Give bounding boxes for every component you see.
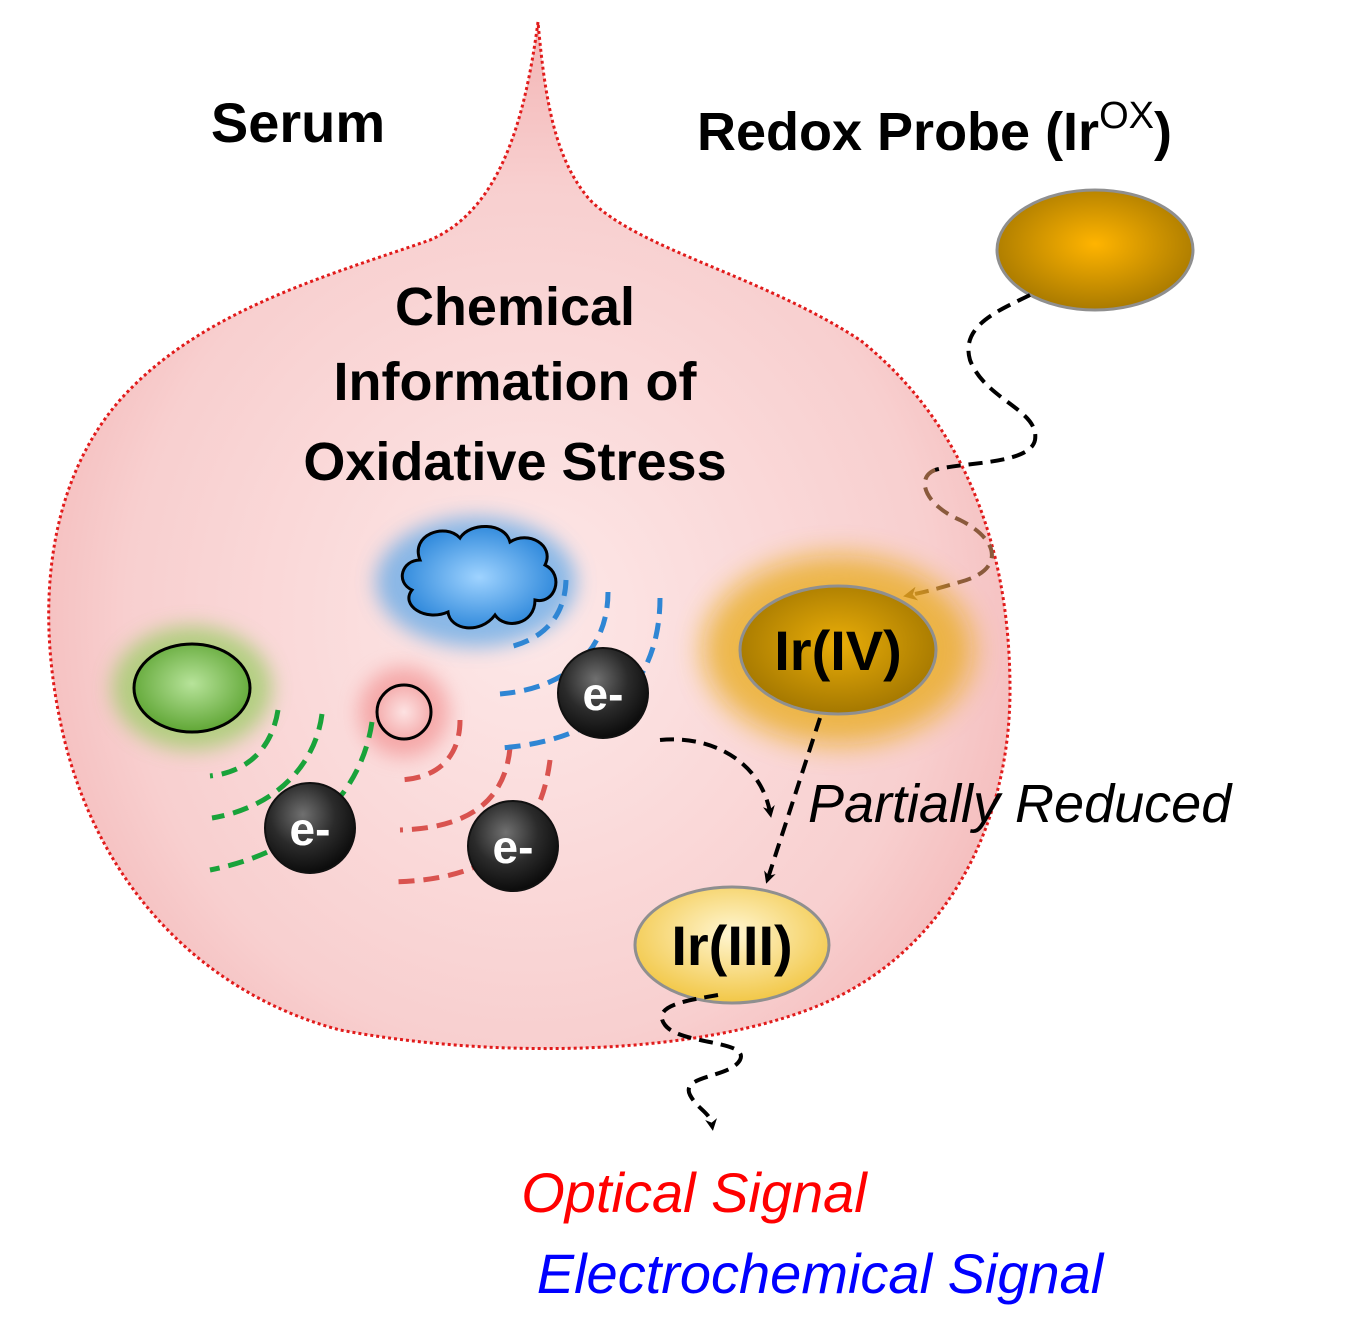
redox-probe-label: Redox Probe (IrOX) <box>697 95 1172 162</box>
serum-label: Serum <box>211 91 385 154</box>
blue-species <box>400 525 558 630</box>
chemical-info-line2: Information of <box>334 352 698 412</box>
pink-species <box>375 683 433 741</box>
ir-iii-label: Ir(III) <box>671 914 792 977</box>
blue-wave-3 <box>504 579 569 651</box>
partially-reduced-label: Partially Reduced <box>808 774 1233 834</box>
ir-iv-particle <box>738 584 938 716</box>
chemical-info-line3: Oxidative Stress <box>303 432 726 492</box>
electron-3: e- <box>467 800 559 892</box>
electron-3-label: e- <box>493 821 534 873</box>
optical-signal-label: Optical Signal <box>521 1161 868 1224</box>
electron-1-ball <box>557 647 649 739</box>
probe-entry-path-outside <box>934 293 1038 472</box>
green-wave-2 <box>211 713 325 821</box>
electron-1-label: e- <box>583 668 624 720</box>
electron-3-ball <box>467 800 559 892</box>
green-species <box>132 642 252 734</box>
redox-probe-label-sup: OX <box>1099 95 1154 137</box>
signal-output-arrow <box>660 993 743 1131</box>
electron-2: e- <box>264 782 356 874</box>
ir-iii-particle <box>633 885 831 1005</box>
redox-probe-label-main: Redox Probe (Ir <box>697 102 1099 162</box>
reduction-arrow <box>764 717 822 884</box>
green-wave-3 <box>209 709 281 779</box>
electron-2-ball <box>264 782 356 874</box>
electron-2-label: e- <box>290 803 331 855</box>
chemical-info-line1: Chemical <box>395 277 635 337</box>
red-wave-2 <box>399 747 513 833</box>
redox-probe-particle <box>995 188 1195 312</box>
ir-iv-label: Ir(IV) <box>774 619 902 682</box>
electron-1: e- <box>557 647 649 739</box>
redox-probe-label-close: ) <box>1154 102 1172 162</box>
red-wave-3 <box>399 719 463 783</box>
electrochemical-signal-label: Electrochemical Signal <box>537 1242 1105 1305</box>
electron-transfer-arrow <box>659 737 775 818</box>
